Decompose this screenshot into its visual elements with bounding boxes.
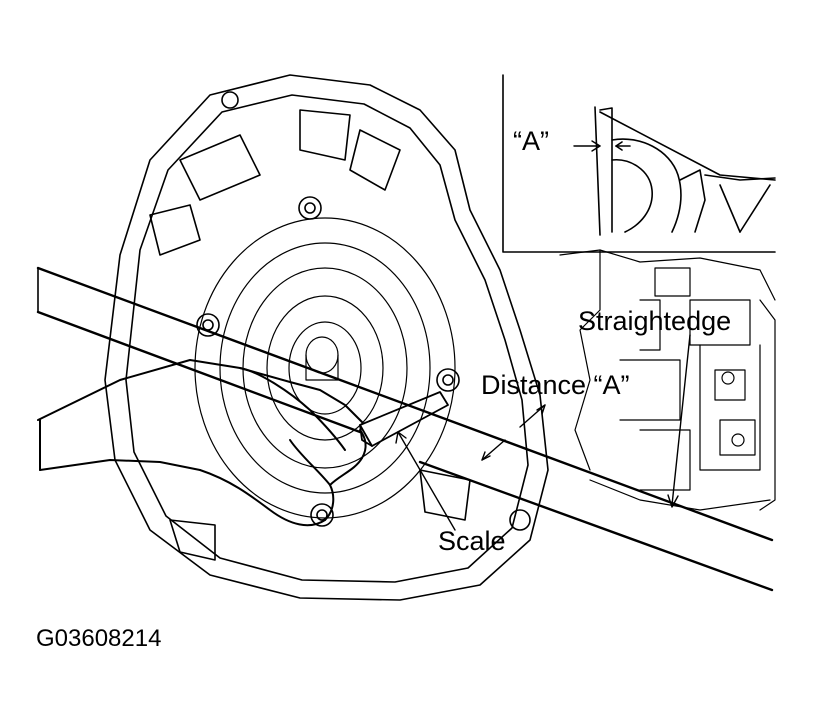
- scale-ruler: [359, 391, 449, 447]
- scale-label: Scale: [438, 526, 506, 556]
- distance-a-label: Distance “A”: [481, 370, 630, 400]
- figure-code: G03608214: [36, 625, 162, 652]
- inset-label-a: “A”: [513, 126, 549, 156]
- leader-lines: [395, 334, 691, 531]
- hand-illustration: [37, 359, 367, 527]
- straightedge-label: Straightedge: [578, 306, 732, 336]
- inset-detail: [502, 74, 776, 253]
- bell-housing: [104, 74, 549, 601]
- transmission-body: [559, 249, 776, 511]
- straightedge-bar: [36, 266, 774, 592]
